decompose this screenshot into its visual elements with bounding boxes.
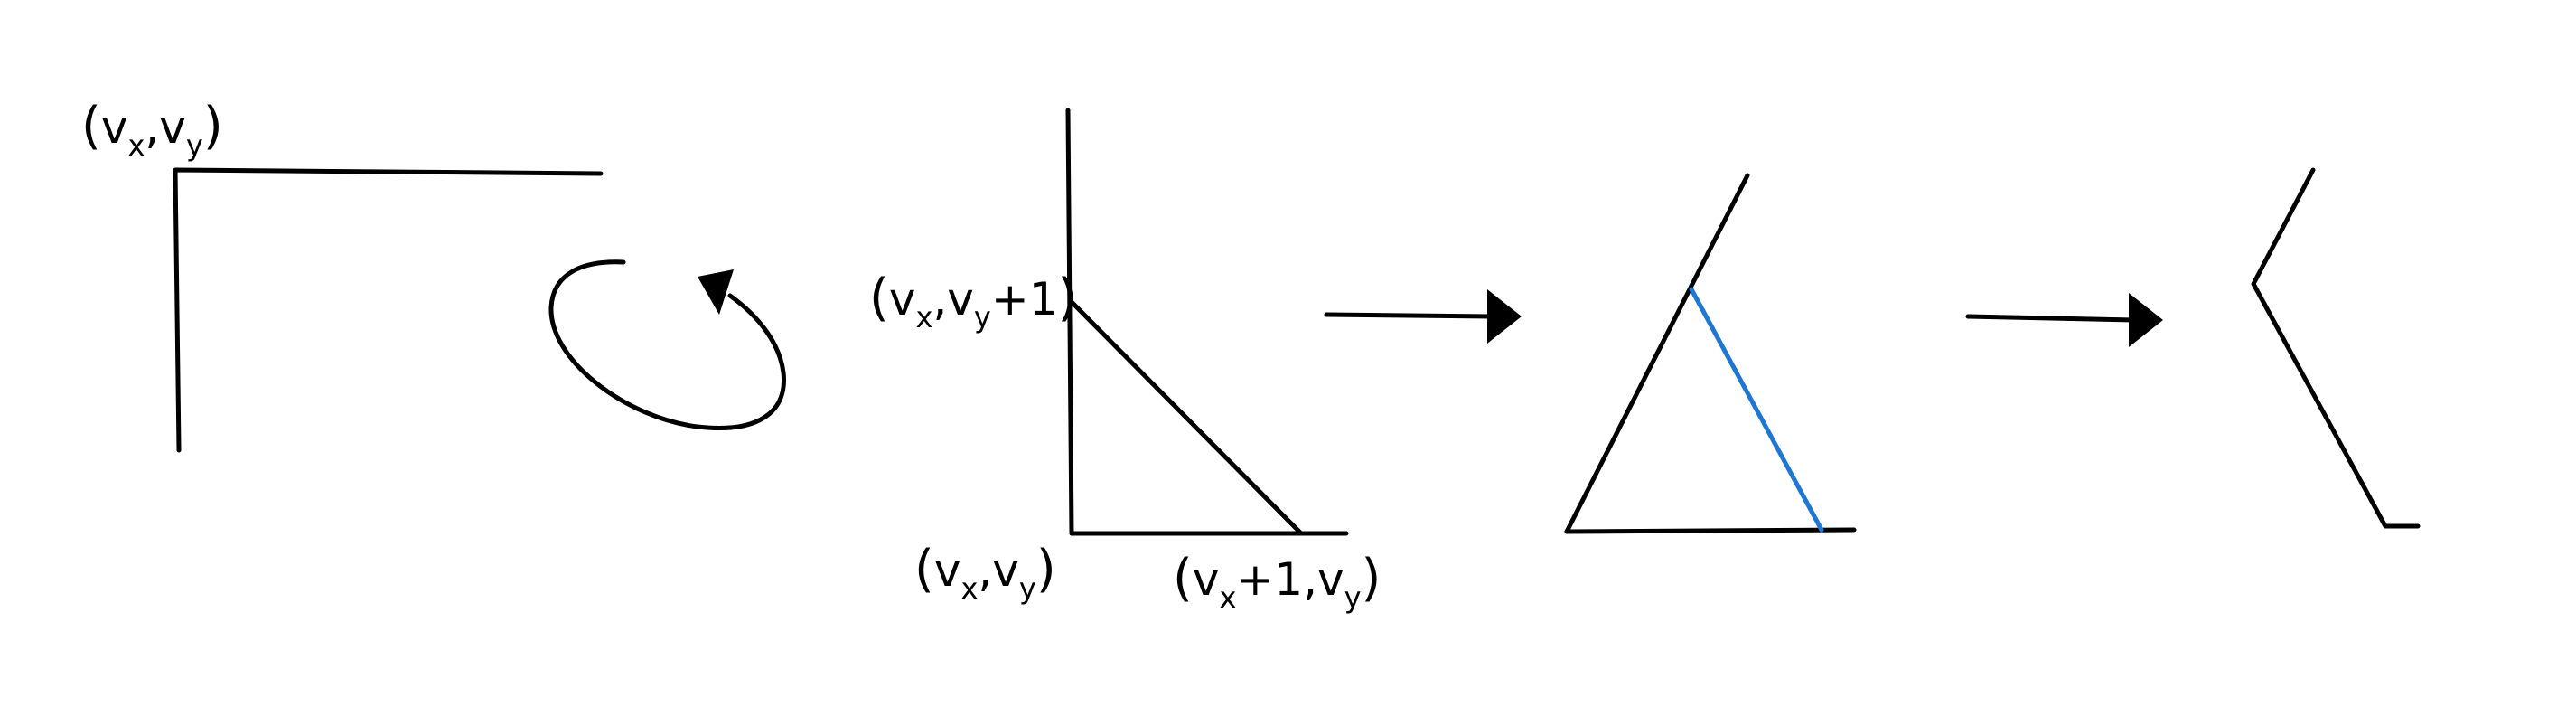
- rotate-arrow-icon: [548, 259, 786, 430]
- stage3-slanted-edge: [1564, 173, 1750, 534]
- stage3-triangle: [1564, 173, 1857, 534]
- stage2-right-vertex-label: (vx+1,vy): [1173, 549, 1381, 615]
- stage1-edges: [173, 167, 604, 453]
- arrow2-shaft: [1965, 314, 2137, 323]
- stage2-origin-vertex-label: (vx,vy): [914, 540, 1056, 606]
- arrow1-shaft: [1324, 312, 1495, 319]
- stage2-top-vertex-label: (vx,vy+1): [869, 269, 1077, 335]
- stage2-triangle: (vx,vy+1) (vx,vy) (vx+1,vy): [869, 108, 1381, 615]
- rotate-arrow-head: [698, 269, 734, 315]
- stage1-corner: (vx,vy): [81, 97, 604, 453]
- arrow1-head: [1487, 289, 1522, 344]
- arrow2-head: [2129, 293, 2163, 347]
- stage4-edges: [2251, 167, 2421, 529]
- right-arrow-icon: [1965, 293, 2163, 347]
- stage3-base-edge: [1564, 527, 1857, 534]
- right-arrow-icon: [1324, 289, 1522, 344]
- rotate-arrow-loop: [548, 259, 786, 430]
- stage4-result: [2251, 167, 2421, 529]
- stage2-diagonal-edge: [1067, 297, 1304, 536]
- stage2-vertical-edge: [1065, 108, 1074, 536]
- stage1-corner-label: (vx,vy): [81, 97, 223, 163]
- stage3-highlighted-edge: [1689, 287, 1824, 533]
